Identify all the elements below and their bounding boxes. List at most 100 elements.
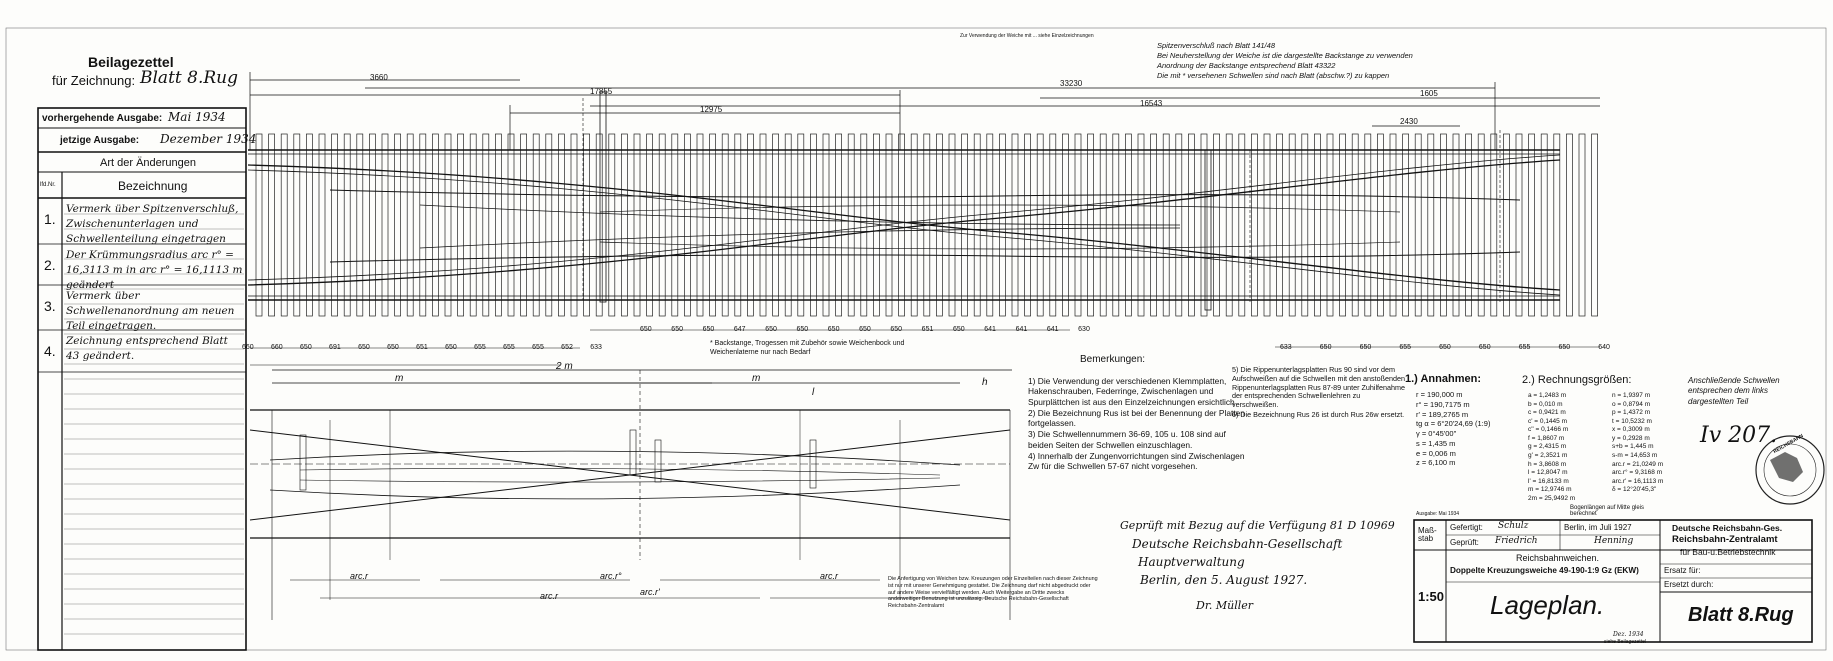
label-arc-r0: arc.r° — [600, 571, 622, 581]
stamp-note: siehe Beilagezettel — [1604, 639, 1646, 645]
sleeper — [621, 133, 628, 317]
bemerkung-item: 4) Innerhalb der Zungenvorrichtungen sin… — [1028, 450, 1245, 471]
sleeper — [1036, 133, 1044, 317]
spacing-value: 650 — [765, 326, 777, 333]
sleeper — [1011, 133, 1019, 317]
sleeper — [595, 133, 603, 317]
stamp-date: Dez. 1934 — [1613, 631, 1644, 638]
spacing-value: 655 — [532, 344, 544, 351]
rechnung-row: p = 1,4372 m — [1612, 409, 1651, 417]
sleeper — [1452, 133, 1460, 317]
sleeper — [1578, 133, 1586, 317]
sleeper — [1251, 133, 1258, 317]
sleeper — [1276, 133, 1283, 317]
label-arc-r1: arc.r' — [640, 587, 660, 597]
sleeper — [1515, 133, 1523, 317]
sleeper — [999, 133, 1006, 317]
spacing-value: 647 — [733, 326, 746, 333]
backstange-note: * Backstange, Trogessen mit Zubehör sowi… — [710, 340, 905, 356]
sleeper — [684, 133, 691, 317]
spacing-value: 651 — [416, 344, 428, 351]
dim-h: h — [982, 377, 988, 388]
change-row-number: 3. — [44, 298, 56, 314]
sleeper — [1238, 133, 1246, 317]
rechnung-row: m = 12,9746 m — [1528, 486, 1572, 494]
geprueft-value: Friedrich — [1495, 536, 1538, 546]
sleeper — [784, 133, 792, 317]
sleeper — [318, 133, 326, 317]
sleeper — [1339, 133, 1346, 317]
sleeper — [1351, 133, 1359, 317]
scale: 1:50 — [1418, 589, 1445, 604]
label-arc-r-left: arc.r — [350, 571, 368, 581]
spacing-value: 650 — [1359, 344, 1372, 351]
sheet-number: Blatt 8.Rug — [1688, 604, 1794, 626]
sleeper — [910, 133, 918, 317]
geometry-sketch — [249, 369, 1012, 620]
bemerkung-item: 5) Die Rippenunterlagsplatten Rus 90 sin… — [1232, 365, 1406, 410]
sleeper — [810, 133, 817, 317]
sleeper — [658, 133, 666, 317]
approval-line-4: Berlin, den 5. August 1927. — [1140, 573, 1308, 587]
change-row-number: 2. — [44, 257, 56, 273]
org-line-1: Deutsche Reichsbahn-Ges. — [1672, 523, 1783, 533]
sleeper — [1503, 133, 1510, 317]
changes-header: Art der Änderungen — [100, 157, 197, 169]
rechnung-row: s+b = 1,445 m — [1612, 443, 1654, 451]
sleeper — [570, 133, 578, 317]
spacing-value: 655 — [1518, 344, 1531, 351]
sleeper — [633, 133, 641, 317]
sleeper — [1024, 133, 1031, 317]
sleeper — [608, 133, 616, 317]
spacing-value: 641 — [1046, 326, 1059, 333]
annahme-row: r' = 189,2765 m — [1416, 409, 1469, 419]
bogen-note: Bogenlängen auf Mitte gleis berechnet — [1570, 505, 1645, 517]
spacing-value: 641 — [984, 326, 996, 333]
top-dimension-lines — [249, 72, 1600, 150]
approval-line-1: Geprüft mit Bezug auf die Verfügung 81 D… — [1120, 519, 1395, 532]
spacing-value: 633 — [1280, 344, 1292, 351]
annahme-row: s = 1,435 m — [1416, 438, 1456, 448]
spacing-value: 640 — [1598, 344, 1610, 351]
sleeper — [1465, 133, 1472, 317]
dim-m-right: m — [752, 373, 761, 384]
beilage-title: Beilagezettel — [88, 54, 174, 70]
dim-m-left: m — [395, 373, 404, 384]
title-block-frame — [1413, 519, 1813, 643]
sleeper — [721, 133, 729, 317]
change-row-text: Zeichnung entsprechend Blatt 43 geändert… — [66, 335, 228, 363]
change-row-text: Der Krümmungsradius arc r° = 16,3113 m i… — [66, 249, 243, 292]
rechnung-row: arc.r = 21,0249 m — [1612, 460, 1664, 468]
berlin-date: Berlin, im Juli 1927 — [1564, 523, 1632, 532]
prev-edition-label: vorhergehende Ausgabe: — [42, 113, 163, 124]
spacing-value: 655 — [503, 344, 515, 351]
approval-line-2: Deutsche Reichsbahn-Gesellschaft — [1132, 537, 1343, 551]
rechnung-row: n = 1,9397 m — [1612, 392, 1651, 399]
spacing-value: 651 — [921, 326, 934, 333]
spacing-value: 650 — [827, 326, 840, 333]
small-top-note: Zur Verwendung der Weiche mit ... siehe … — [960, 33, 1094, 39]
drawing-label: für Zeichnung: — [52, 73, 136, 88]
org-line-3: für Bau-u.Betriebstechnik — [1680, 547, 1776, 557]
spacing-value: 691 — [329, 344, 341, 351]
dim-2m: 2 m — [556, 361, 573, 372]
bemerkung-item: 3) Die Schwellennummern 36-69, 105 u. 10… — [1028, 429, 1226, 450]
spacing-value: 650 — [445, 344, 457, 351]
sleeper — [343, 133, 351, 317]
label-arc-r-bottom: arc.r — [540, 591, 558, 601]
rails — [247, 149, 1561, 301]
bemerkungen-title: Bemerkungen: — [1080, 354, 1146, 365]
gefertigt-value: Schulz — [1498, 521, 1529, 531]
sleeper — [583, 133, 590, 317]
spacing-value: 655 — [1399, 344, 1412, 351]
spacing-value: 650 — [1558, 344, 1571, 351]
sleeper — [1364, 133, 1372, 317]
sleeper — [356, 133, 364, 317]
change-row-text: Vermerk über Schwellenanordnung am neuen… — [66, 290, 235, 333]
sleeper — [432, 133, 439, 317]
sleeper — [1200, 133, 1208, 317]
beilage-ruled-lines — [64, 213, 244, 635]
